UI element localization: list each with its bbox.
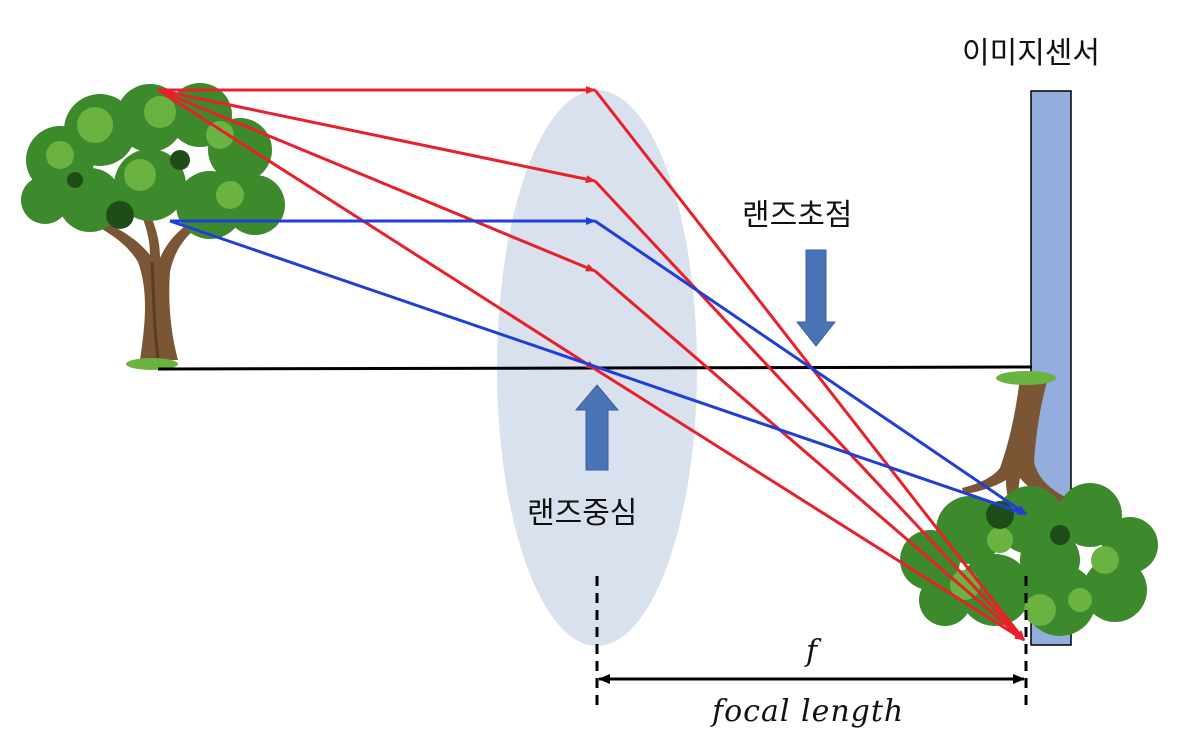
- blue-rays: [169, 217, 1027, 516]
- lens-center-label: 랜즈중심: [527, 496, 638, 531]
- red-rays-to-sensor: [593, 89, 1026, 642]
- lens-focus-label: 랜즈초점: [742, 198, 853, 233]
- image-sensor-label: 이미지센서: [962, 36, 1100, 71]
- f-symbol-label: f: [806, 634, 818, 669]
- red-rays-to-lens: [157, 86, 596, 371]
- lens-center-arrow: [574, 384, 620, 471]
- focal-length-label: focal length: [712, 694, 905, 729]
- lens-focus-arrow: [795, 249, 837, 347]
- image-tree: [900, 371, 1158, 636]
